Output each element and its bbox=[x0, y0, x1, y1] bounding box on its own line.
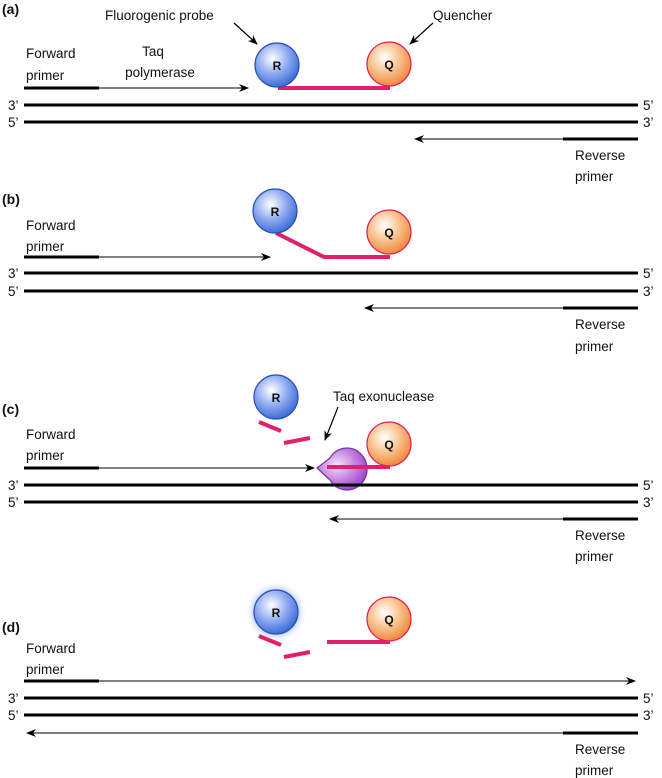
forward-primer-label: Forward bbox=[26, 46, 76, 61]
panel-a: (a) Fluorogenic probe Quencher Forward p… bbox=[2, 1, 654, 184]
panel-label: (c) bbox=[2, 401, 19, 417]
forward-primer-label: primer bbox=[26, 448, 65, 463]
end-label: 3’ bbox=[8, 478, 19, 493]
reverse-primer-label: Reverse bbox=[575, 742, 625, 757]
quencher-label: Q bbox=[384, 438, 393, 452]
end-label: 5’ bbox=[8, 115, 19, 130]
reporter-dye bbox=[253, 374, 299, 420]
quencher-label: Q bbox=[384, 226, 393, 240]
panel-label: (d) bbox=[2, 619, 20, 635]
forward-primer-label: Forward bbox=[26, 641, 76, 656]
reporter-dye bbox=[254, 42, 300, 88]
end-label: 3’ bbox=[643, 708, 654, 723]
probe-fragment bbox=[283, 436, 311, 445]
end-label: 3’ bbox=[8, 98, 19, 113]
forward-primer-label: Forward bbox=[26, 218, 76, 233]
reverse-primer-label: Reverse bbox=[575, 148, 625, 163]
probe-fragment bbox=[283, 650, 311, 659]
taq-exonuclease-label: Taq exonuclease bbox=[333, 389, 434, 404]
end-label: 5’ bbox=[643, 98, 654, 113]
forward-primer-label: Forward bbox=[26, 427, 76, 442]
end-label: 5’ bbox=[8, 495, 19, 510]
taq-polymerase-label: polymerase bbox=[125, 65, 195, 80]
forward-primer-label: primer bbox=[26, 239, 65, 254]
end-label: 5’ bbox=[643, 266, 654, 281]
reporter-label: R bbox=[272, 606, 281, 620]
end-label: 5’ bbox=[8, 708, 19, 723]
probe-fragment bbox=[258, 420, 282, 433]
quencher-callout-label: Quencher bbox=[433, 8, 493, 23]
reporter-label: R bbox=[271, 205, 280, 219]
end-label: 3’ bbox=[8, 691, 19, 706]
probe-strand bbox=[275, 231, 390, 259]
end-label: 3’ bbox=[643, 495, 654, 510]
reverse-primer-label: primer bbox=[575, 549, 614, 564]
quencher-label: Q bbox=[384, 613, 393, 627]
taq-polymerase-label: Taq bbox=[142, 44, 164, 59]
quencher-dye bbox=[366, 209, 412, 255]
quencher-dye bbox=[366, 421, 412, 467]
fluorogenic-probe-label: Fluorogenic probe bbox=[105, 8, 214, 23]
forward-primer-label: primer bbox=[26, 68, 65, 83]
end-label: 3’ bbox=[8, 266, 19, 281]
quencher-label: Q bbox=[384, 58, 393, 72]
end-label: 3’ bbox=[643, 115, 654, 130]
end-label: 5’ bbox=[643, 691, 654, 706]
panel-c: (c) R Taq exonuclease Forward primer Q 3… bbox=[2, 374, 654, 564]
panel-b: (b) Forward primer R Q 3’ 5’ 5’ 3’ Rever… bbox=[2, 188, 654, 354]
panel-label: (b) bbox=[2, 191, 20, 207]
end-label: 5’ bbox=[8, 284, 19, 299]
reverse-primer-label: primer bbox=[575, 339, 614, 354]
reporter-dye bbox=[253, 589, 299, 635]
fluorogenic-probe-callout-arrow bbox=[233, 22, 258, 45]
quencher-callout-arrow bbox=[409, 22, 434, 45]
reporter-dye bbox=[252, 188, 298, 234]
end-label: 3’ bbox=[643, 284, 654, 299]
quencher-dye bbox=[366, 41, 412, 87]
panel-label: (a) bbox=[2, 1, 19, 17]
reporter-label: R bbox=[272, 391, 281, 405]
quencher-dye bbox=[366, 596, 412, 642]
reverse-primer-label: Reverse bbox=[575, 317, 625, 332]
reporter-label: R bbox=[273, 59, 282, 73]
reverse-primer-label: Reverse bbox=[575, 528, 625, 543]
reverse-primer-label: primer bbox=[575, 169, 614, 184]
forward-primer-label: primer bbox=[26, 662, 65, 677]
taq-exonuclease-callout-arrow bbox=[324, 406, 339, 441]
probe-fragment bbox=[258, 634, 282, 647]
panel-d: (d) R Q Forward primer 3’ 5’ 5’ 3’ Rever… bbox=[2, 581, 654, 778]
reverse-primer-label: primer bbox=[575, 763, 614, 778]
end-label: 5’ bbox=[643, 478, 654, 493]
